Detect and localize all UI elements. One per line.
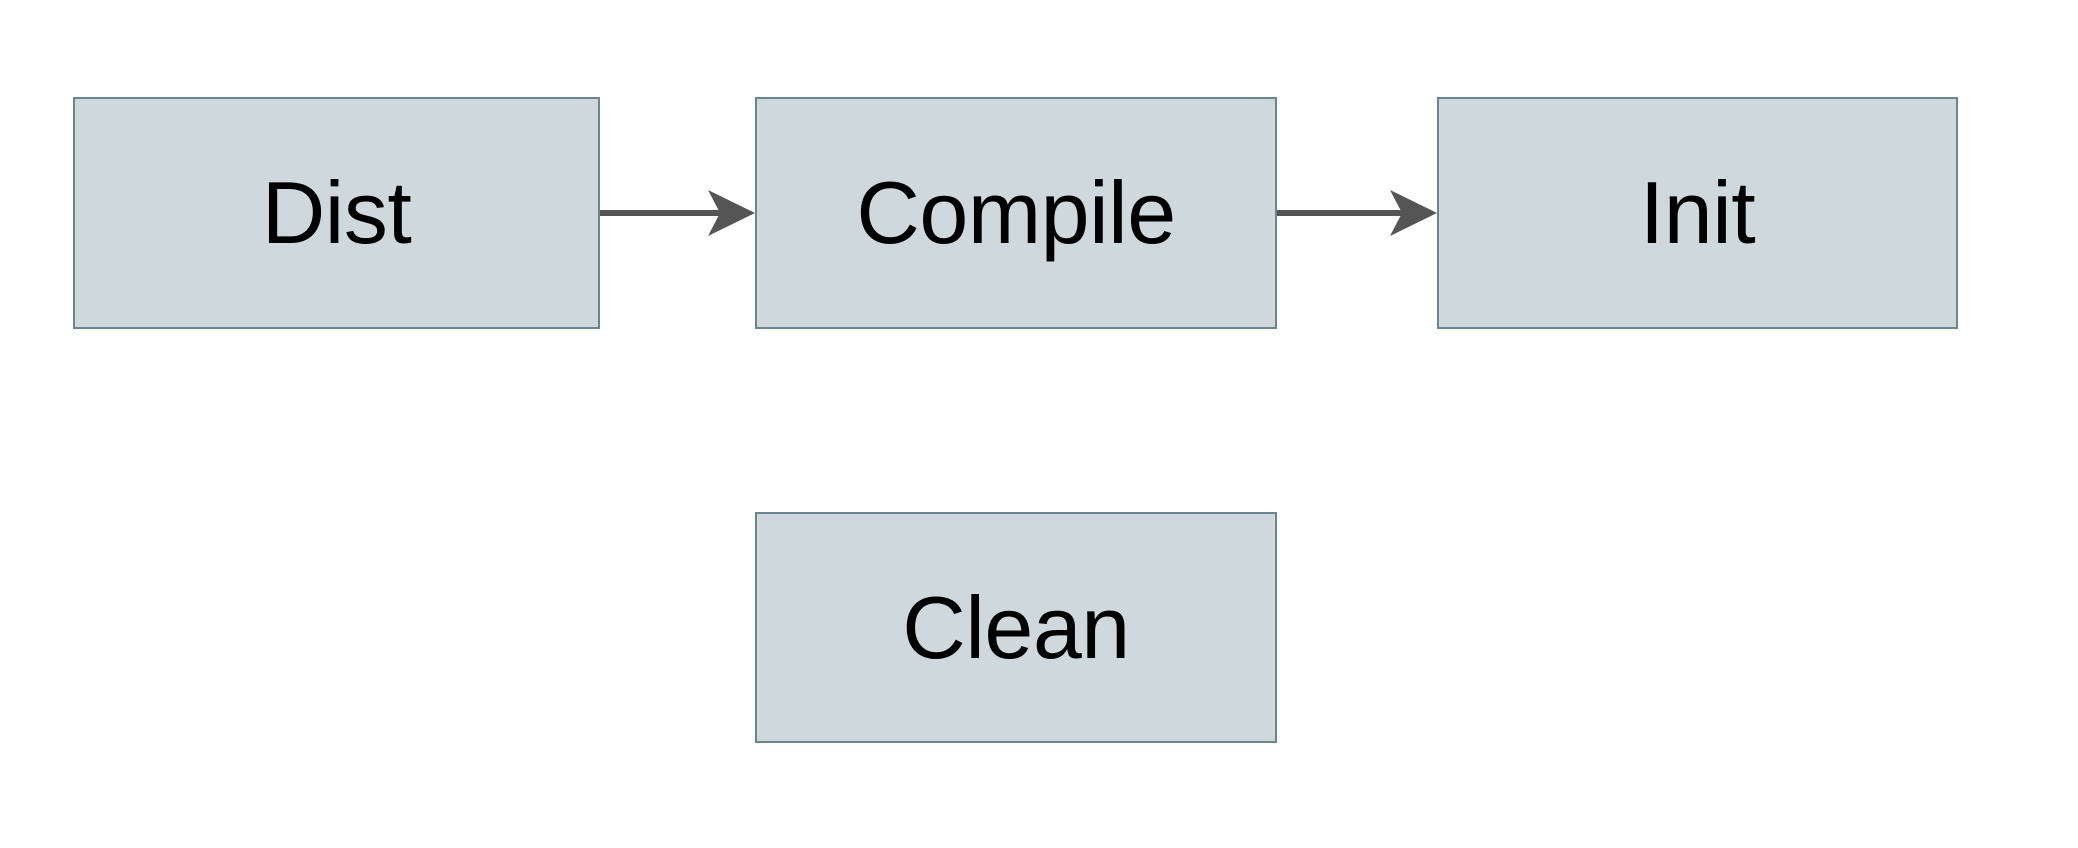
node-compile[interactable]: Compile	[755, 97, 1277, 329]
node-label-compile: Compile	[856, 163, 1176, 262]
node-label-clean: Clean	[902, 577, 1130, 677]
node-init[interactable]: Init	[1437, 97, 1958, 329]
arrowhead-icon	[708, 190, 755, 236]
node-clean[interactable]: Clean	[755, 512, 1277, 743]
edge-compile-to-init[interactable]	[1277, 183, 1437, 243]
node-label-init: Init	[1639, 163, 1756, 262]
arrowhead-icon	[1390, 190, 1437, 236]
edge-dist-to-compile[interactable]	[600, 183, 755, 243]
node-label-dist: Dist	[261, 163, 412, 262]
node-dist[interactable]: Dist	[73, 97, 600, 329]
